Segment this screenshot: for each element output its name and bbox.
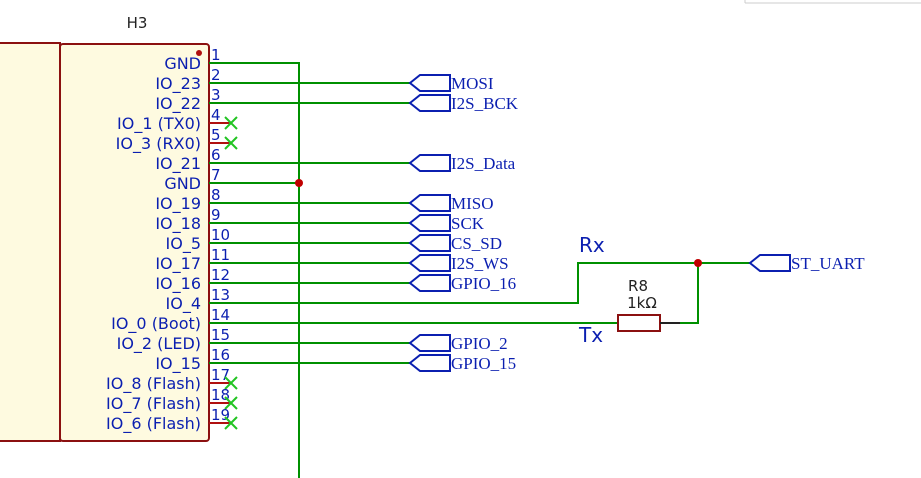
pin-group: GND 1IO_23 2IO_22 3IO_1 (TX0) 4IO_3 (RX0) 5IO…	[106, 46, 238, 434]
net-port-miso	[408, 194, 451, 212]
pin-name: IO_18	[155, 214, 201, 234]
pin-number: 3	[211, 86, 221, 104]
resistor-r8	[617, 314, 661, 332]
net-label-cs_sd: CS_SD	[451, 234, 502, 253]
pin-number: 8	[211, 186, 221, 204]
pin-name: IO_0 (Boot)	[111, 314, 201, 334]
net-label-gpio_2: GPIO_2	[451, 334, 508, 353]
net-label-mosi: MOSI	[451, 74, 494, 93]
pin-name: IO_22	[155, 94, 201, 114]
net-port-mosi	[408, 74, 451, 92]
pin-number: 19	[211, 406, 230, 424]
net-label-st_uart: ST_UART	[791, 254, 865, 273]
net-port-cs_sd	[408, 234, 451, 252]
net-label-i2s_data: I2S_Data	[451, 154, 516, 173]
pin-number: 6	[211, 146, 221, 164]
pin-name: IO_21	[155, 154, 201, 174]
pin-name: IO_16	[155, 274, 201, 294]
pin-number: 16	[211, 346, 230, 364]
net-port-gpio_2	[408, 334, 451, 352]
pin-name: IO_1 (TX0)	[117, 114, 201, 134]
port-group: MOSII2S_BCKI2S_DataMISOSCKCS_SDI2S_WSGPI…	[408, 74, 865, 373]
wire-rx	[209, 262, 750, 304]
pin-name: IO_23	[155, 74, 201, 94]
no-connect-mark	[224, 116, 238, 130]
net-label-gpio_16: GPIO_16	[451, 274, 516, 293]
pin1-marker	[196, 50, 202, 56]
component-ref: H3	[127, 14, 148, 32]
net-label-sck: SCK	[451, 214, 485, 233]
net-port-i2s_data	[408, 154, 451, 172]
net-label-miso: MISO	[451, 194, 494, 213]
no-connect-mark	[224, 396, 238, 410]
pin-number: 18	[211, 386, 230, 404]
rx-annotation: Rx	[579, 233, 605, 257]
pin-name: IO_3 (RX0)	[116, 134, 201, 154]
net-label-i2s_ws: I2S_WS	[451, 254, 509, 273]
net-label-i2s_bck: I2S_BCK	[451, 94, 519, 113]
wire-resistor-return	[660, 263, 699, 324]
net-port-gpio_15	[408, 354, 451, 372]
gnd-bus-wire	[209, 62, 300, 478]
pin-name: IO_15	[155, 354, 201, 374]
pin-number: 5	[211, 126, 221, 144]
pin-name: IO_19	[155, 194, 201, 214]
no-connect-mark	[224, 416, 238, 430]
pin-number: 7	[211, 166, 221, 184]
pin-number: 14	[211, 306, 230, 324]
net-port-i2s_bck	[408, 94, 451, 112]
pin-name: IO_6 (Flash)	[106, 414, 201, 434]
pin-number: 10	[211, 226, 230, 244]
pin-number: 11	[211, 246, 230, 264]
no-connect-mark	[224, 136, 238, 150]
resistor-value: 1kΩ	[627, 294, 657, 312]
net-port-sck	[408, 214, 451, 232]
adjacent-component-body	[0, 42, 61, 442]
pin-name: IO_2 (LED)	[117, 334, 201, 354]
pin-number: 1	[211, 46, 221, 64]
net-port-i2s_ws	[408, 254, 451, 272]
pin-name: IO_4	[166, 294, 202, 314]
pin-number: 12	[211, 266, 230, 284]
gnd-junction	[295, 179, 303, 187]
resistor-ref: R8	[628, 277, 648, 295]
pin-number: 15	[211, 326, 230, 344]
tx-annotation: Tx	[578, 323, 603, 347]
pin-number: 13	[211, 286, 230, 304]
net-port-st_uart	[748, 254, 791, 272]
pin-number: 4	[211, 106, 221, 124]
pin-number: 17	[211, 366, 230, 384]
net-port-gpio_16	[408, 274, 451, 292]
net-label-gpio_15: GPIO_15	[451, 354, 516, 373]
pin-name: IO_5	[166, 234, 202, 254]
pin-name: IO_17	[155, 254, 201, 274]
pin-name: GND	[164, 174, 201, 193]
pin-name: GND	[164, 54, 201, 73]
pin-name: IO_8 (Flash)	[106, 374, 201, 394]
pin-name: IO_7 (Flash)	[106, 394, 201, 414]
no-connect-mark	[224, 376, 238, 390]
uart-junction	[694, 259, 702, 267]
pin-number: 2	[211, 66, 221, 84]
pin-number: 9	[211, 206, 221, 224]
